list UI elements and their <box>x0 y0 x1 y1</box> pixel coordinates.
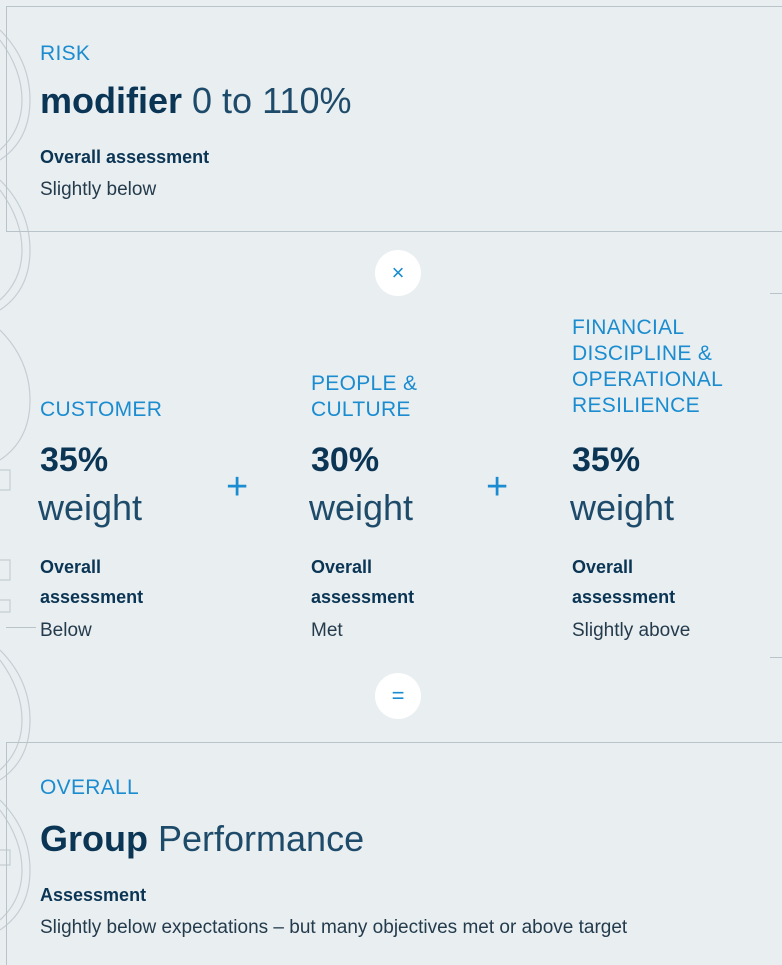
overall-heading-light: Performance <box>158 818 365 859</box>
overall-performance-panel <box>6 742 782 965</box>
risk-assessment-title: Overall assessment <box>40 147 210 167</box>
overall-label: OVERALL <box>40 776 139 799</box>
overall-heading: Group Performance <box>40 818 364 860</box>
plus-icon: + <box>226 466 249 508</box>
financial-discipline-assessment-value: Slightly above <box>572 620 691 641</box>
financial-discipline-label: FINANCIAL DISCIPLINE & OPERATIONAL RESIL… <box>572 316 723 417</box>
people-culture-percent: 30% <box>311 441 380 479</box>
financial-discipline-percent: 35% <box>572 441 641 479</box>
equals-icon: = <box>375 673 421 719</box>
financial-discipline-assessment-title: Overall assessment <box>572 557 676 607</box>
customer-percent: 35% <box>40 441 109 479</box>
risk-assessment-value: Slightly below <box>40 179 157 200</box>
divider <box>6 627 36 628</box>
divider <box>770 293 782 294</box>
risk-label: RISK <box>40 42 91 65</box>
risk-modifier-panel <box>6 6 782 232</box>
overall-assessment-title: Assessment <box>40 885 147 905</box>
financial-discipline-weight-word: weight <box>570 487 675 528</box>
overall-assessment-value: Slightly below expectations – but many o… <box>40 917 628 938</box>
plus-icon: + <box>486 466 509 508</box>
customer-label: CUSTOMER <box>40 398 163 421</box>
customer-assessment-title: Overall assessment <box>40 557 144 607</box>
overall-heading-bold: Group <box>40 818 148 859</box>
customer-assessment-value: Below <box>40 620 92 641</box>
people-culture-weight-word: weight <box>309 487 414 528</box>
people-culture-label: PEOPLE & CULTURE <box>311 372 418 421</box>
risk-heading-bold: modifier <box>40 80 183 121</box>
risk-heading-range: 0 to 110% <box>192 80 352 121</box>
decorative-background-pattern <box>0 29 31 931</box>
risk-heading: modifier 0 to 110% <box>40 80 351 122</box>
divider <box>770 657 782 658</box>
customer-weight-word: weight <box>38 487 143 528</box>
multiply-icon: × <box>375 250 421 296</box>
people-culture-assessment-title: Overall assessment <box>311 557 415 607</box>
people-culture-assessment-value: Met <box>311 620 343 641</box>
